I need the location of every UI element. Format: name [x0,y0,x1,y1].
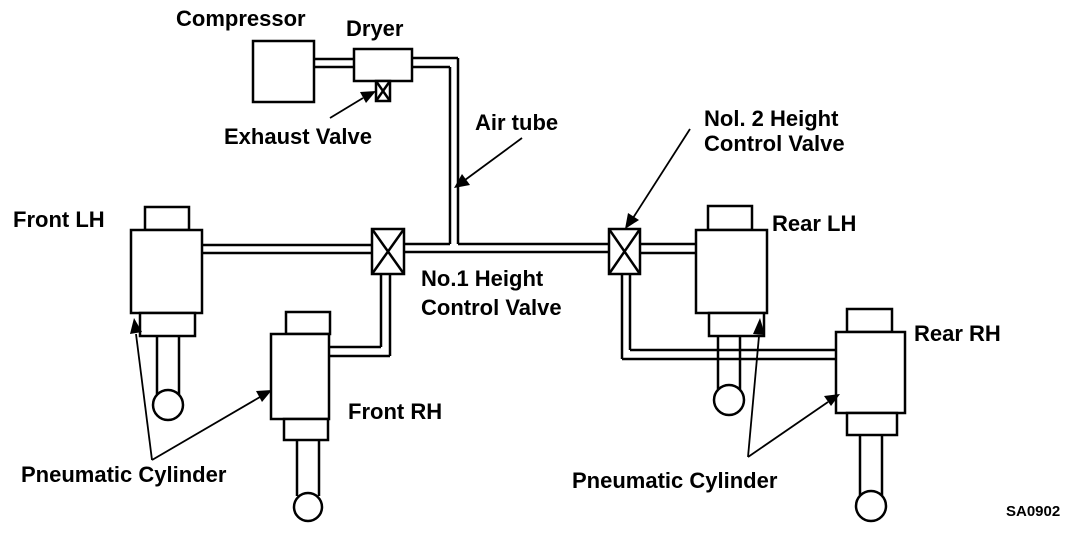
no1-valve-label-line1: No.1 Height [421,266,544,291]
no2-valve-label-line1: Nol. 2 Height [704,106,839,131]
no2-to-rear-lh-pipe [640,242,696,255]
no1-valve-label-line2: Control Valve [421,295,562,320]
front-left-line [201,243,371,255]
air-tube-main [412,56,460,244]
compressor-box [251,39,316,104]
pneumatic-cylinder-left-label: Pneumatic Cylinder [21,462,227,487]
no1-to-front-rh-pipe [328,274,392,358]
rear-rh-pneumatic-arrow [747,394,840,458]
dryer-box [352,47,414,83]
front-lh-cylinder [129,205,204,422]
front-lh-label: Front LH [13,207,105,232]
exhaust-valve-symbol [374,79,392,103]
front-rh-label: Front RH [348,399,443,424]
no2-height-control-valve [607,227,642,276]
exhaust-valve-arrow [329,91,376,119]
compressor-dryer-pipe [314,57,354,69]
exhaust-valve-label: Exhaust Valve [224,124,372,149]
air-tube-label: Air tube [475,110,559,135]
rear-lh-cylinder [694,204,769,417]
compressor-label: Compressor [176,6,306,31]
rear-lh-pneumatic-arrow [747,318,765,458]
no2-to-rear-rh-pipe [620,274,836,361]
no1-height-control-valve [370,227,406,276]
rear-lh-label: Rear LH [772,211,857,236]
dryer-label: Dryer [346,16,404,41]
pneumatic-cylinder-right-label: Pneumatic Cylinder [572,468,778,493]
front-rh-cylinder [269,310,332,523]
front-lh-pneumatic-arrow [130,318,153,461]
rear-rh-label: Rear RH [914,321,1001,346]
no2-valve-label-line2: Control Valve [704,131,845,156]
air-tube-arrow [454,137,523,188]
rear-rh-cylinder [834,307,907,523]
front-rh-pneumatic-arrow [151,390,272,461]
center-line [404,242,609,254]
no2-valve-arrow [625,128,691,229]
figure-code: SA0902 [1006,503,1061,520]
